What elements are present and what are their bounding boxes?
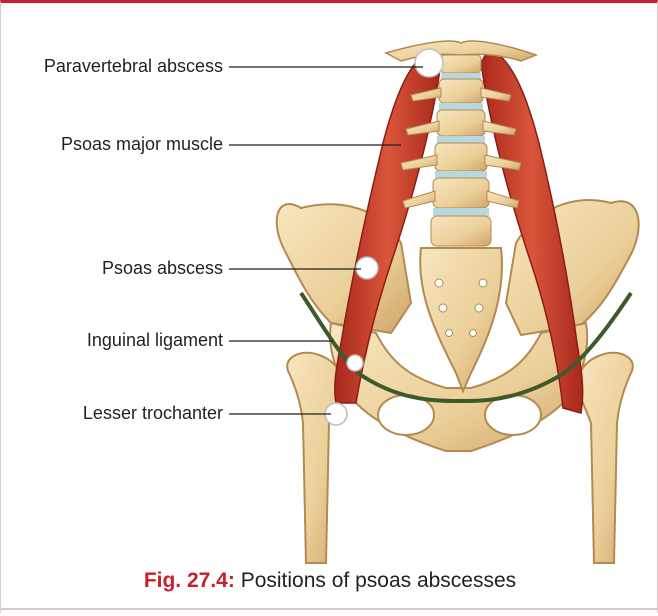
label-lesser-trochanter: Lesser trochanter: [0, 403, 223, 424]
label-psoas-abscess: Psoas abscess: [0, 258, 223, 279]
figure-caption: Fig. 27.4: Positions of psoas abscesses: [1, 569, 658, 593]
sacrum: [420, 248, 502, 391]
paravertebral-abscess-marker: [415, 49, 443, 77]
bottom-rule: [1, 608, 658, 610]
right-femur: [578, 353, 633, 563]
figure-caption-text: Positions of psoas abscesses: [241, 569, 516, 592]
inguinal-abscess-marker: [347, 355, 363, 371]
figure-number: Fig. 27.4:: [144, 569, 235, 592]
label-psoas-major-muscle: Psoas major muscle: [0, 134, 223, 155]
left-femur: [287, 353, 342, 563]
label-paravertebral-abscess: Paravertebral abscess: [0, 56, 223, 77]
pelvis-spine-illustration: [1, 3, 658, 616]
psoas-abscess-marker: [356, 257, 378, 279]
label-inguinal-ligament: Inguinal ligament: [0, 330, 223, 351]
